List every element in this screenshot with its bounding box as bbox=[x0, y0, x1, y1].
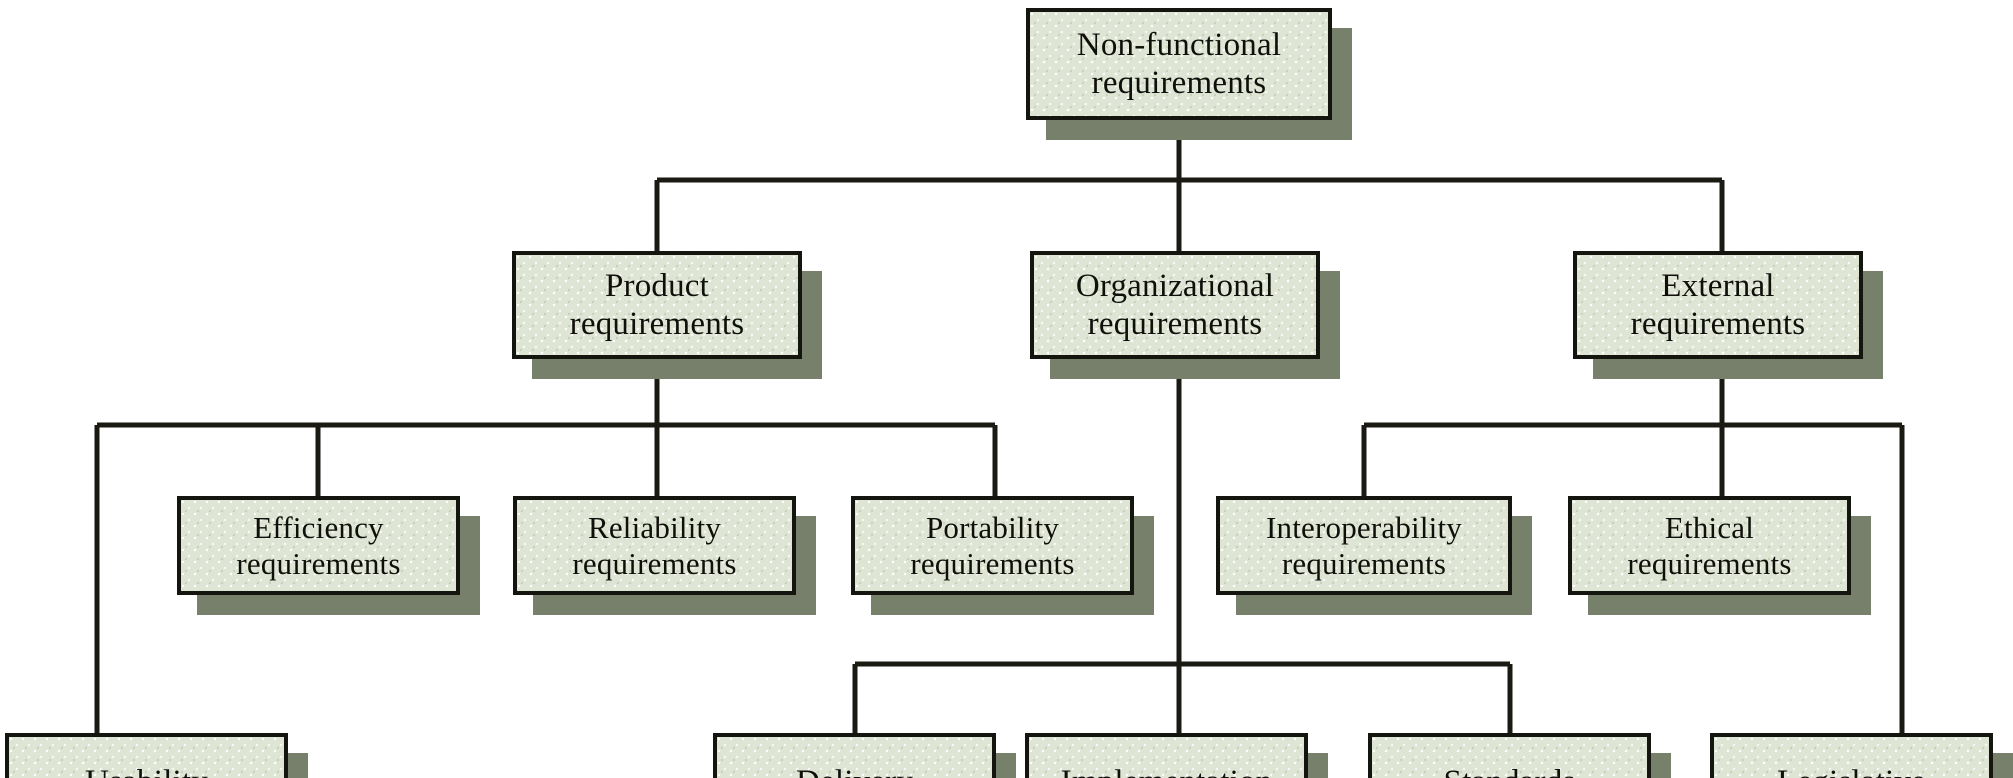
node-label-line: Portability bbox=[925, 509, 1060, 545]
node-label-line: External bbox=[1661, 267, 1775, 304]
node-label-line: requirements bbox=[572, 545, 737, 581]
node-label-line: Efficiency bbox=[253, 509, 384, 545]
node-label-line: Legislative bbox=[1777, 763, 1926, 778]
node-implementation[interactable]: Implementation bbox=[1025, 733, 1308, 778]
node-label-line: Usability bbox=[85, 763, 208, 778]
node-reliability-requirements[interactable]: Reliability requirements bbox=[513, 496, 796, 595]
node-ethical-requirements[interactable]: Ethical requirements bbox=[1568, 496, 1851, 595]
node-efficiency-requirements[interactable]: Efficiency requirements bbox=[177, 496, 460, 595]
node-label-line: Organizational bbox=[1075, 267, 1275, 304]
node-standards[interactable]: Standards bbox=[1368, 733, 1651, 778]
node-label-line: Delivery bbox=[796, 763, 913, 778]
node-label-line: requirements bbox=[1281, 545, 1447, 581]
node-label-line: requirements bbox=[910, 545, 1075, 581]
node-interoperability-requirements[interactable]: Interoperability requirements bbox=[1216, 496, 1512, 595]
node-label-line: Product bbox=[604, 267, 710, 304]
node-delivery[interactable]: Delivery bbox=[713, 733, 996, 778]
node-label-line: requirements bbox=[236, 545, 401, 581]
node-usability[interactable]: Usability bbox=[5, 733, 288, 778]
node-label-line: Standards bbox=[1444, 763, 1576, 778]
node-label-line: Non-functional bbox=[1076, 26, 1282, 63]
node-label-line: requirements bbox=[1091, 65, 1267, 101]
node-label-line: Reliability bbox=[587, 509, 722, 545]
node-label-line: requirements bbox=[1087, 306, 1263, 342]
node-legislative[interactable]: Legislative bbox=[1710, 733, 1993, 778]
node-organizational-requirements[interactable]: Organizational requirements bbox=[1030, 251, 1320, 359]
node-label-line: requirements bbox=[1630, 306, 1806, 342]
node-portability-requirements[interactable]: Portability requirements bbox=[851, 496, 1134, 595]
node-external-requirements[interactable]: External requirements bbox=[1573, 251, 1863, 359]
node-label-line: Implementation bbox=[1061, 763, 1273, 778]
node-label-line: requirements bbox=[1627, 545, 1792, 581]
node-product-requirements[interactable]: Product requirements bbox=[512, 251, 802, 359]
node-non-functional-requirements[interactable]: Non-functional requirements bbox=[1026, 8, 1332, 120]
node-label-line: Ethical bbox=[1664, 509, 1755, 545]
node-label-line: requirements bbox=[569, 306, 745, 342]
node-label-line: Interoperability bbox=[1265, 509, 1462, 545]
